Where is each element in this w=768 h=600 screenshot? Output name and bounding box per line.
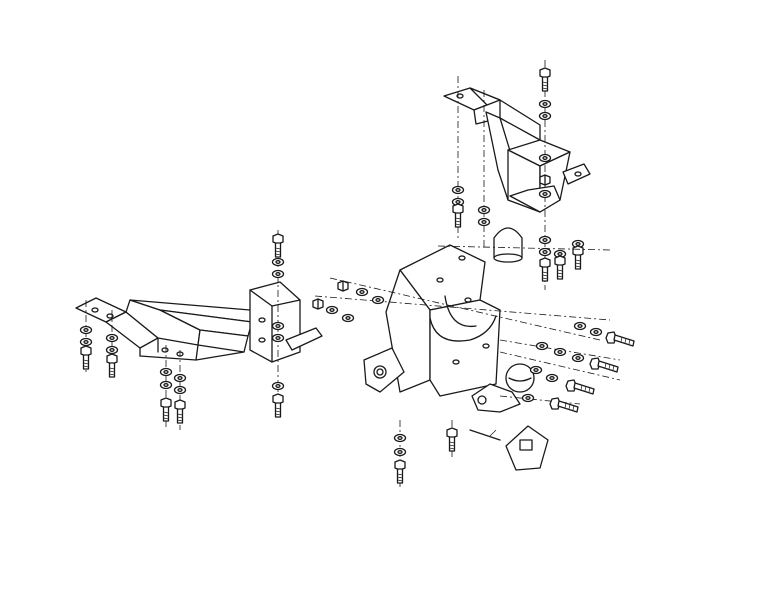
tow-ball (471, 363, 535, 413)
bottom-fasteners (393, 427, 458, 484)
tow-ball-dust-cap (493, 227, 523, 263)
left-vertical-plate (249, 281, 323, 363)
tow-hitch-main-bracket (363, 244, 501, 397)
central-fasteners-left (312, 280, 385, 323)
central-fastener-centerlines (314, 245, 621, 490)
socket-plate (469, 425, 549, 471)
central-fasteners-right (521, 321, 635, 413)
upper-chassis-bracket (443, 87, 591, 213)
left-chassis-bracket (75, 297, 253, 361)
